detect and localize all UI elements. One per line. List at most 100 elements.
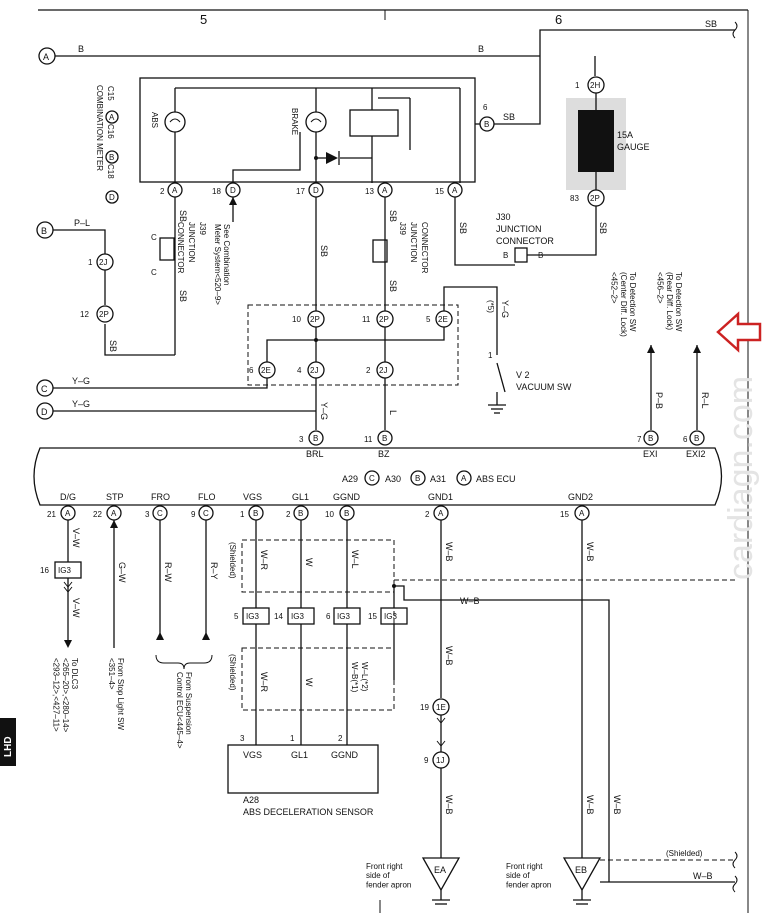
svg-text:9: 9 (424, 756, 429, 765)
svg-text:11: 11 (362, 315, 371, 324)
svg-text:C: C (369, 474, 375, 483)
svg-text:STP: STP (106, 492, 124, 502)
svg-text:A: A (438, 509, 444, 518)
svg-text:12: 12 (80, 310, 89, 319)
svg-text:P–B: P–B (654, 392, 664, 409)
svg-text:2P: 2P (99, 310, 109, 319)
svg-text:P–L: P–L (74, 218, 90, 228)
svg-text:D/G: D/G (60, 492, 76, 502)
sensor-name: ABS DECELERATION SENSOR (243, 807, 374, 817)
abs-warning-lamp-icon (164, 111, 186, 133)
svg-text:W–B: W–B (444, 795, 454, 815)
side-tab-label: LHD (3, 736, 14, 757)
ig3-row: IG3 5 IG3 14 IG3 6 IG3 15 (234, 607, 408, 625)
svg-text:W–B(*1): W–B(*1) (350, 662, 359, 693)
svg-text:EB: EB (575, 865, 587, 875)
svg-text:BZ: BZ (378, 449, 390, 459)
sensor-id: A28 (243, 795, 259, 805)
svg-text:W–B: W–B (444, 646, 454, 666)
meter-connector-c15: C15 (106, 86, 115, 101)
svg-text:C: C (157, 509, 163, 518)
svg-text:EA: EA (434, 865, 446, 875)
svg-text:EXI: EXI (643, 449, 658, 459)
fuse-top-conn: 2H (590, 81, 600, 90)
svg-text:SB: SB (108, 340, 118, 352)
combination-meter-title: COMBINATION METER (95, 85, 104, 171)
column-label-5: 5 (200, 12, 207, 27)
svg-text:7: 7 (637, 435, 642, 444)
svg-text:A: A (382, 186, 388, 195)
meter-pin-d: D (109, 193, 115, 202)
svg-text:(*5): (*5) (486, 300, 495, 313)
meter-pin-b: B (109, 153, 114, 162)
svg-text:Y–G: Y–G (72, 399, 90, 409)
svg-text:W–L(*2): W–L(*2) (360, 662, 369, 692)
svg-text:(Shielded): (Shielded) (666, 849, 703, 858)
wire-label-b-2: B (478, 44, 484, 54)
svg-text:GL1: GL1 (291, 750, 308, 760)
svg-text:B: B (253, 509, 258, 518)
meter-pin-6-num: 6 (483, 103, 488, 112)
svg-text:FLO: FLO (198, 492, 216, 502)
wire-label-sb-meter: SB (503, 112, 515, 122)
svg-text:B: B (344, 509, 349, 518)
svg-text:R–L: R–L (700, 392, 710, 409)
shielded-box-lower (241, 647, 395, 711)
svg-text:V–W: V–W (71, 598, 81, 618)
svg-text:VGS: VGS (243, 750, 262, 760)
svg-text:L: L (388, 410, 398, 415)
svg-text:W–R: W–R (259, 672, 269, 693)
wire-label-sb-top: SB (705, 19, 717, 29)
svg-text:A29: A29 (342, 474, 358, 484)
svg-text:2E: 2E (261, 366, 271, 375)
svg-text:A30: A30 (385, 474, 401, 484)
svg-text:A: A (65, 509, 71, 518)
svg-text:W–B: W–B (585, 795, 595, 815)
ecu-top-pins: B 3 BRL B 11 BZ B 7 EXI B 6 EXI2 (299, 430, 706, 459)
svg-text:Y–G: Y–G (319, 402, 329, 420)
svg-text:W–L: W–L (350, 550, 360, 569)
svg-text:10: 10 (292, 315, 301, 324)
j30-connector-icon (514, 247, 528, 263)
wire-label-sb-fuse: SB (598, 222, 608, 234)
j39-left-label: J39 (198, 222, 207, 235)
j30-b-left: B (503, 251, 508, 260)
svg-text:A31: A31 (430, 474, 446, 484)
vacuum-sw-name: V 2 (516, 370, 530, 380)
j39-left-connector-icon (159, 237, 175, 261)
svg-text:15: 15 (560, 510, 569, 519)
svg-text:2: 2 (338, 734, 343, 743)
svg-text:6: 6 (683, 435, 688, 444)
svg-text:JUNCTION: JUNCTION (187, 222, 196, 263)
svg-text:1: 1 (88, 258, 93, 267)
ground-symbol-icon (488, 404, 506, 414)
svg-text:5: 5 (426, 315, 431, 324)
svg-text:B: B (382, 434, 387, 443)
svg-text:IG3: IG3 (384, 612, 397, 621)
svg-text:2E: 2E (438, 315, 448, 324)
wire-label-sb-15: SB (458, 222, 468, 234)
svg-text:18: 18 (212, 187, 221, 196)
svg-text:B: B (694, 434, 699, 443)
abs-ecu-title: A29 C A30 B A31 A ABS ECU (342, 470, 516, 486)
svg-text:2: 2 (286, 510, 291, 519)
j30-desc1: JUNCTION (496, 224, 542, 234)
svg-text:B: B (648, 434, 653, 443)
svg-text:IG3: IG3 (246, 612, 259, 621)
svg-text:6: 6 (249, 366, 254, 375)
j30-desc2: CONNECTOR (496, 236, 554, 246)
svg-text:B: B (415, 474, 420, 483)
svg-text:J39: J39 (398, 222, 407, 235)
svg-text:R–W: R–W (163, 562, 173, 583)
fuse-rating: 15A (617, 130, 633, 140)
svg-text:3: 3 (299, 435, 304, 444)
svg-text:SB: SB (388, 280, 398, 292)
terminal-d: D (41, 407, 48, 417)
svg-text:2J: 2J (310, 366, 318, 375)
abs-ecu-box (33, 447, 723, 506)
connector-group-box (247, 304, 459, 386)
svg-text:W–B: W–B (460, 596, 480, 606)
meter-pin-6-conn: B (484, 120, 489, 129)
